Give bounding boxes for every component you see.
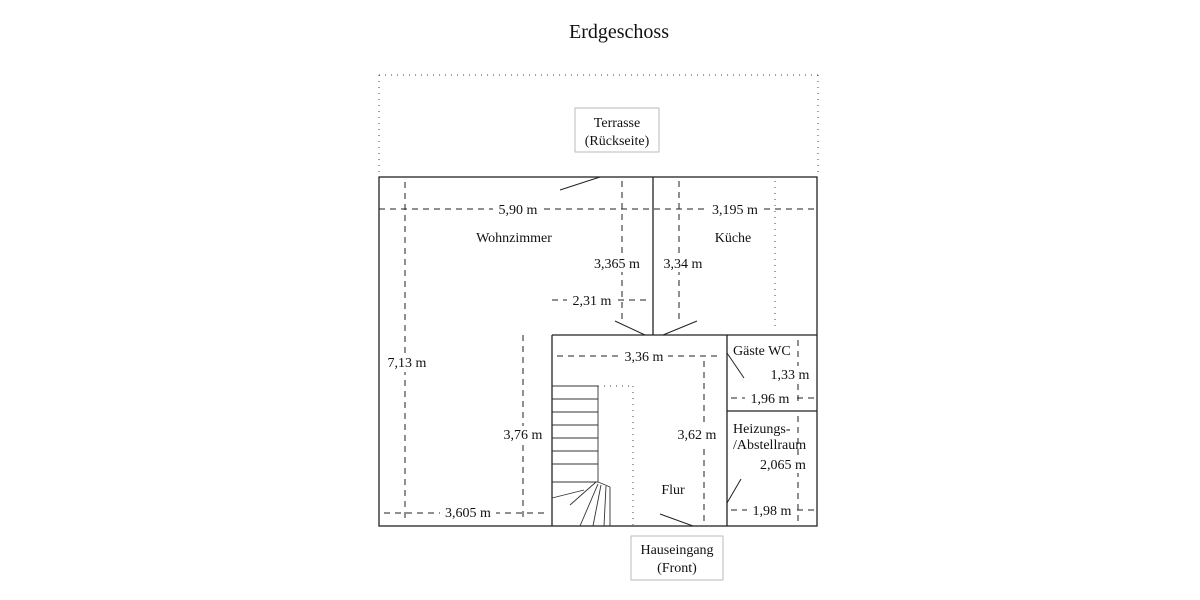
dim-living-total-depth: 7,13 m: [388, 356, 427, 371]
room-label-living: Wohnzimmer: [476, 231, 552, 246]
dim-living-depth-upper: 3,365 m: [594, 257, 640, 272]
staircase: [551, 385, 634, 527]
room-label-utility-line2: /Abstellraum: [733, 438, 806, 453]
door-swings: [559, 176, 745, 527]
entrance-label-line2: (Front): [657, 561, 697, 576]
entrance-label-line1: Hauseingang: [640, 543, 713, 558]
dim-utility-width: 1,98 m: [753, 504, 792, 519]
dim-living-notch: 2,31 m: [573, 294, 612, 309]
room-label-guest-wc: Gäste WC: [733, 344, 791, 359]
terrace-outline: [378, 74, 819, 177]
dim-hall-width: 3,36 m: [625, 350, 664, 365]
terrace-label-line1: Terrasse: [594, 116, 640, 131]
dim-utility-depth: 2,065 m: [760, 458, 806, 473]
terrace-label-line2: (Rückseite): [585, 134, 650, 149]
entrance-label-box: [630, 535, 724, 581]
dim-kitchen-depth: 3,34 m: [664, 257, 703, 272]
dim-living-lower-width: 3,605 m: [445, 506, 491, 521]
room-label-utility-line1: Heizungs-: [733, 422, 791, 437]
dimension-labels: 5,90 m 3,195 m 3,365 m 3,34 m 2,31 m 7,1…: [384, 200, 814, 522]
room-label-hall: Flur: [661, 483, 685, 498]
dim-wc-width: 1,96 m: [751, 392, 790, 407]
room-label-kitchen: Küche: [715, 231, 752, 246]
terrace-label-box: [574, 107, 660, 153]
dim-hall-depth: 3,62 m: [678, 428, 717, 443]
dim-living-lower-depth: 3,76 m: [504, 428, 543, 443]
dim-kitchen-width: 3,195 m: [712, 203, 758, 218]
dim-living-width: 5,90 m: [499, 203, 538, 218]
walls: [378, 176, 818, 527]
plan-title: Erdgeschoss: [569, 21, 669, 43]
dim-wc-depth: 1,33 m: [771, 368, 810, 383]
